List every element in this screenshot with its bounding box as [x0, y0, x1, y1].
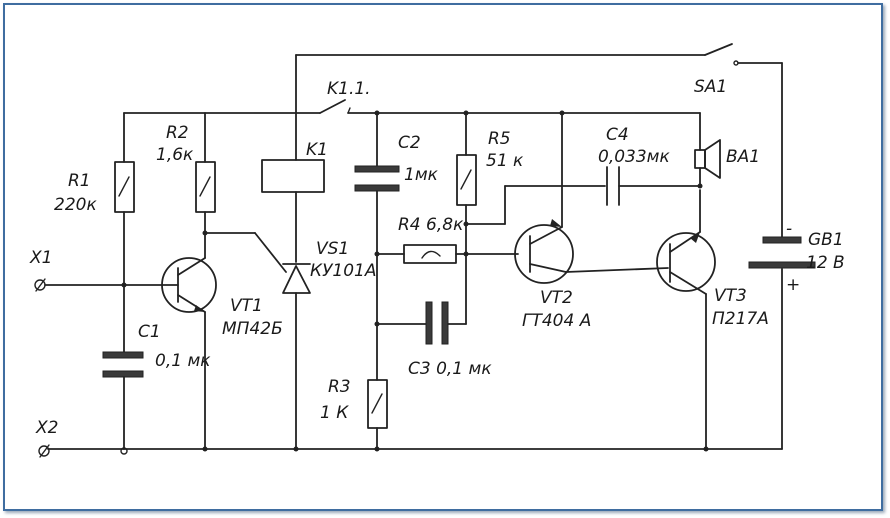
- label-c2-value: 1мк: [404, 165, 439, 185]
- thyristor-vs1: [282, 263, 311, 452]
- resistor-r4: [376, 244, 519, 264]
- transistor-vt2: [514, 110, 574, 284]
- label-vt2-value: ГТ404 А: [522, 311, 591, 331]
- label-k11: K1.1.: [327, 79, 371, 99]
- resistor-r5: [456, 110, 477, 255]
- feedback-wire: [465, 185, 606, 225]
- capacitor-c1: [102, 284, 144, 455]
- relay-coil-k1: [261, 112, 325, 263]
- vt1-to-vs1-wire: [204, 232, 287, 273]
- label-ba1: BA1: [726, 147, 760, 167]
- terminal-x2: [38, 444, 50, 458]
- label-x1: X1: [29, 248, 52, 268]
- label-r2-value: 1,6к: [156, 145, 194, 165]
- label-vt2-name: VT2: [540, 288, 573, 308]
- label-c4-name: C4: [606, 125, 629, 145]
- label-gb1-plus: +: [786, 275, 800, 295]
- label-vt1-value: МП42Б: [222, 319, 283, 339]
- resistor-r1: [114, 112, 135, 288]
- label-vs1-value: КУ101А: [310, 261, 377, 281]
- transistor-vt1: [123, 257, 217, 452]
- label-c2-name: C2: [398, 133, 421, 153]
- label-vt1-name: VT1: [230, 296, 263, 316]
- label-vs1-name: VS1: [316, 239, 349, 259]
- page-frame: [3, 3, 883, 511]
- label-c3: C3 0,1 мк: [408, 359, 492, 379]
- capacitor-c2: [354, 110, 400, 381]
- relay-contact-k11: [319, 99, 351, 114]
- switch-sa1: [704, 43, 739, 66]
- label-r5-value: 51 к: [486, 151, 524, 171]
- terminal-x1: [34, 278, 125, 292]
- resistor-r2: [195, 112, 216, 259]
- label-r1-name: R1: [68, 171, 91, 191]
- resistor-r3: [367, 379, 388, 452]
- upper-supply-line: [295, 54, 783, 450]
- label-sa1: SA1: [694, 77, 727, 97]
- battery-gb1: [748, 236, 816, 269]
- label-r2-name: R2: [166, 123, 189, 143]
- label-x2: X2: [35, 418, 58, 438]
- label-gb1-minus: -: [786, 219, 792, 239]
- label-vt3-name: VT3: [714, 286, 747, 306]
- label-vt3-value: П217А: [712, 309, 769, 329]
- transistor-vt3: [656, 189, 716, 452]
- label-gb1-name: GB1: [808, 230, 844, 250]
- label-r1-value: 220к: [54, 195, 97, 215]
- label-r3-value: 1 К: [320, 403, 349, 423]
- speaker-ba1: [694, 112, 721, 187]
- label-c4-value: 0,033мк: [598, 147, 670, 167]
- capacitor-c4: [606, 166, 703, 206]
- label-gb1-value: 12 В: [806, 253, 845, 273]
- label-c1-name: C1: [138, 322, 161, 342]
- label-k1: K1: [306, 140, 328, 160]
- label-r5-name: R5: [488, 129, 511, 149]
- capacitor-c3: [376, 253, 467, 345]
- label-r4: R4 6,8к: [398, 215, 464, 235]
- label-c1-value: 0,1 мк: [155, 351, 211, 371]
- vt2-vt3-link: [565, 267, 669, 273]
- label-r3-name: R3: [328, 377, 351, 397]
